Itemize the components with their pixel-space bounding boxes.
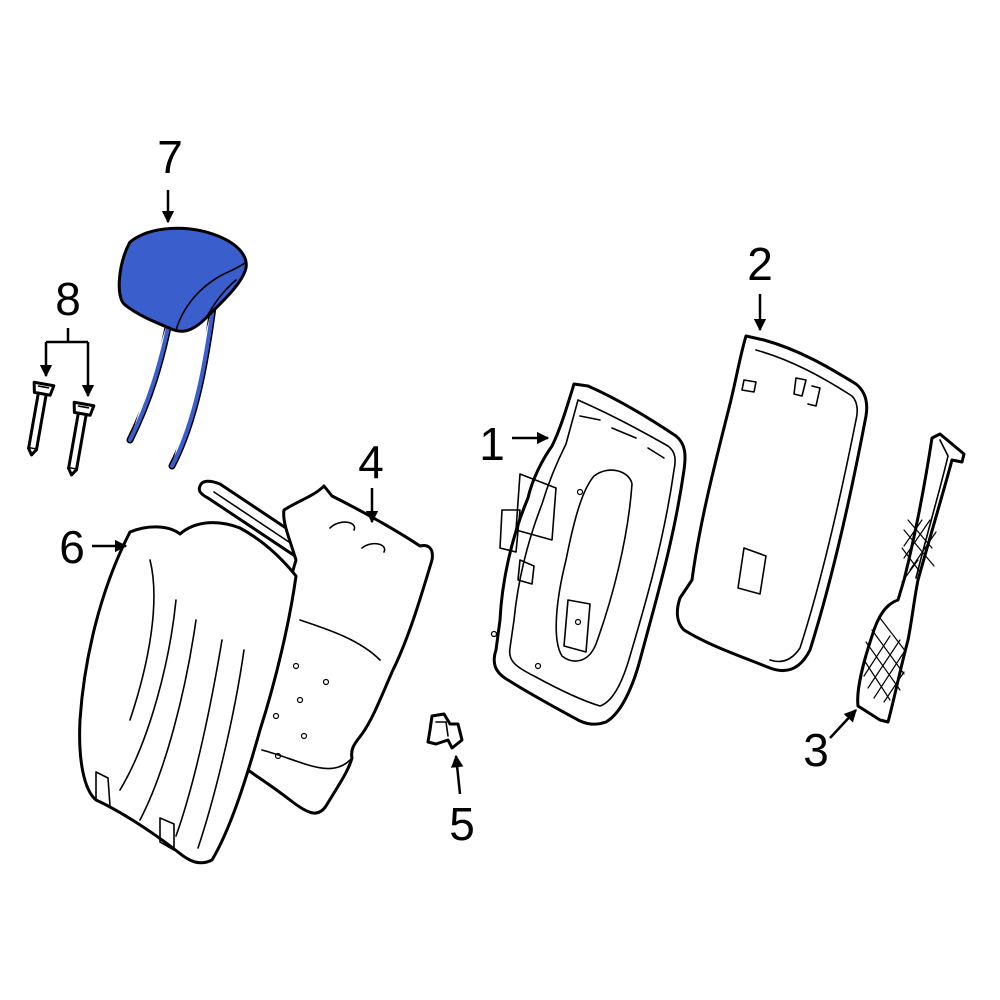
callout-3-leader bbox=[829, 709, 857, 739]
callout-3[interactable]: 3 bbox=[803, 709, 857, 776]
callout-3-number: 3 bbox=[803, 724, 829, 776]
callout-5-number: 5 bbox=[449, 798, 475, 850]
callout-8-leader bbox=[46, 328, 88, 344]
callout-6-number: 6 bbox=[59, 521, 85, 573]
callout-4-number: 4 bbox=[358, 436, 384, 488]
callout-1-number: 1 bbox=[479, 418, 505, 470]
callout-2[interactable]: 2 bbox=[747, 238, 773, 332]
callout-8[interactable]: 8 bbox=[39, 273, 95, 398]
part-6-seat-back-pad[interactable] bbox=[78, 521, 298, 865]
part-7-headrest[interactable] bbox=[117, 226, 248, 470]
part-3-side-trim[interactable] bbox=[856, 432, 966, 724]
part-5-clip[interactable] bbox=[426, 712, 464, 750]
part-1-back-panel[interactable] bbox=[490, 382, 687, 726]
part-8-headrest-guides[interactable] bbox=[22, 380, 96, 477]
callout-7-number: 7 bbox=[157, 131, 183, 183]
callout-2-number: 2 bbox=[747, 238, 773, 290]
callout-6[interactable]: 6 bbox=[59, 521, 128, 573]
callout-5-leader bbox=[450, 754, 464, 795]
callout-7[interactable]: 7 bbox=[157, 131, 183, 224]
callout-1[interactable]: 1 bbox=[479, 418, 550, 470]
callout-4[interactable]: 4 bbox=[358, 436, 384, 524]
callout-5[interactable]: 5 bbox=[449, 754, 475, 850]
callout-8-number: 8 bbox=[55, 273, 81, 325]
part-2-back-board[interactable] bbox=[675, 334, 869, 673]
